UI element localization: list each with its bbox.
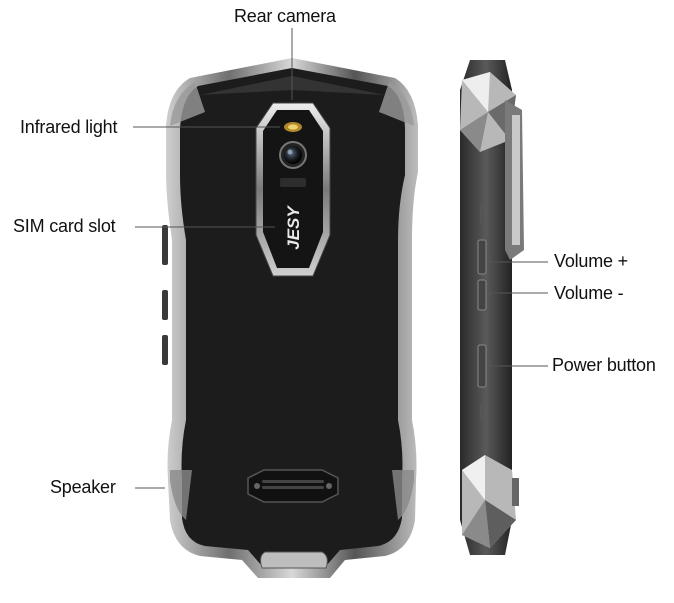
brand-logo: JESY (284, 205, 303, 250)
rear-camera-label: Rear camera (234, 6, 336, 26)
svg-text:JESY: JESY (284, 205, 303, 250)
infrared-light-label: Infrared light (20, 117, 118, 137)
speaker-grille (247, 469, 339, 503)
volume-down-button (477, 279, 487, 311)
power-button (477, 344, 487, 388)
sim-card-slot-label: SIM card slot (13, 216, 116, 236)
camera-module: JESY (255, 102, 331, 277)
speaker-label: Speaker (50, 477, 116, 497)
volume-up-button (477, 239, 487, 275)
phone-back-body (180, 68, 405, 566)
phone-back-view: JESY (162, 58, 418, 578)
power-button-label: Power button (552, 355, 656, 375)
phone-side-view (460, 60, 524, 555)
volume-up-label: Volume + (554, 251, 628, 271)
volume-down-label: Volume - (554, 283, 624, 303)
bottom-clip (260, 551, 328, 569)
